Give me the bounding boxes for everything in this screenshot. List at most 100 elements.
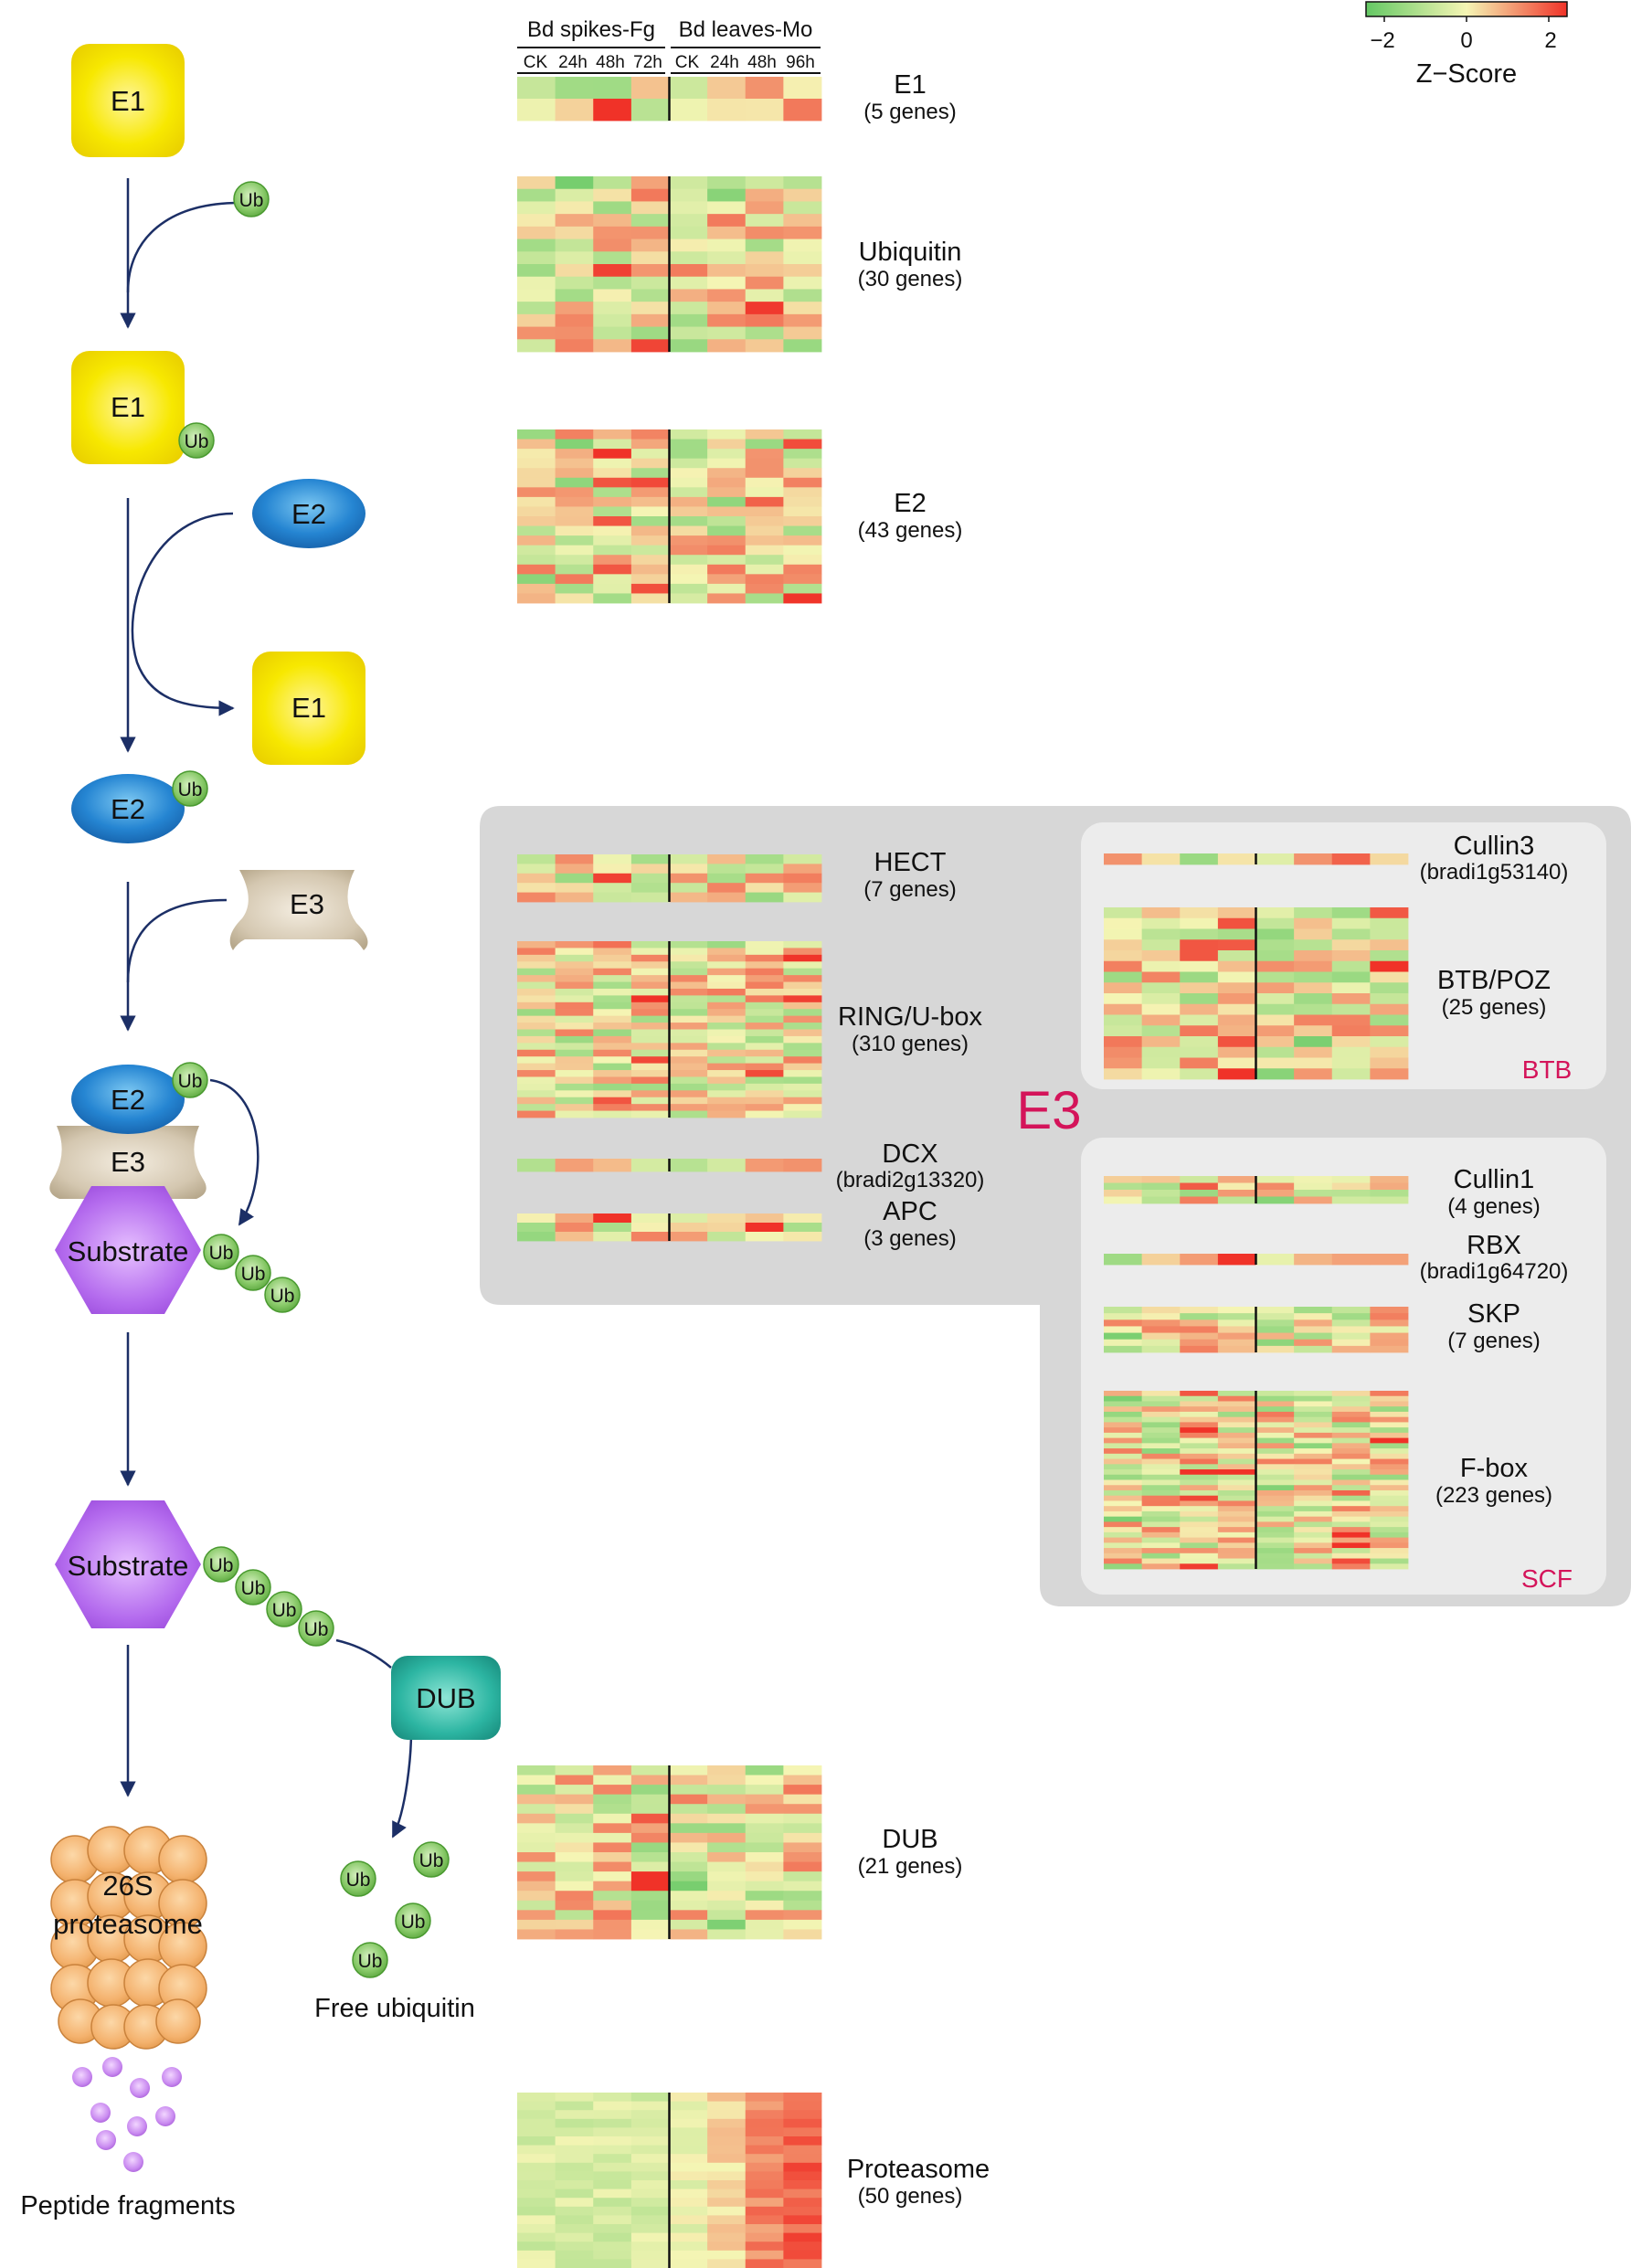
heatmap-cell xyxy=(1217,1474,1256,1480)
heatmap-cell xyxy=(517,1110,556,1118)
heatmap-cell xyxy=(517,1090,556,1098)
heatmap-cell xyxy=(630,439,670,450)
heatmap-cell xyxy=(517,2154,556,2164)
heatmap-cell xyxy=(783,1029,822,1037)
heatmap-cell xyxy=(1217,1313,1256,1320)
heatmap-cell xyxy=(745,1097,784,1105)
heatmap-cell xyxy=(1331,1432,1371,1439)
heatmap-cell xyxy=(1255,1458,1295,1465)
count-cullin3: (bradi1g53140) xyxy=(1420,860,1569,885)
heatmap-cell xyxy=(630,1900,670,1911)
heatmap-cell xyxy=(1141,1469,1181,1476)
heatmap-cell xyxy=(593,2101,632,2111)
heatmap-cell xyxy=(555,1213,594,1224)
heatmap-cell xyxy=(630,2189,670,2199)
heatmap-cell xyxy=(745,2154,784,2164)
heatmap-cell xyxy=(630,1813,670,1824)
heatmap-cell xyxy=(593,1813,632,1824)
heatmap-cell xyxy=(517,201,556,215)
heatmap-cell xyxy=(1370,950,1409,962)
heatmap-cell xyxy=(745,2259,784,2268)
heatmap-cell xyxy=(707,2093,747,2102)
heatmap-cell xyxy=(555,2232,594,2242)
heatmap-cell xyxy=(745,1023,784,1030)
heatmap-cell xyxy=(669,458,708,469)
heatmap-cell xyxy=(669,1104,708,1111)
label-e2: E2 xyxy=(894,489,926,518)
heatmap-cell xyxy=(745,1861,784,1872)
heatmap-cell xyxy=(555,1035,594,1044)
heatmap-cell xyxy=(1370,1485,1409,1491)
heatmap-cell xyxy=(745,535,784,546)
heatmap-cell xyxy=(707,1813,747,1824)
substrate-protein xyxy=(55,1500,201,1628)
heatmap-cell xyxy=(1141,1190,1181,1197)
heatmap-cell xyxy=(593,1794,632,1805)
heatmap-cell xyxy=(783,583,822,594)
heatmap-cell xyxy=(630,1832,670,1843)
heatmap-cell xyxy=(1331,1458,1371,1465)
heatmap-cell xyxy=(1370,1458,1409,1465)
heatmap-cell xyxy=(1331,1474,1371,1480)
heatmap-cell xyxy=(630,2171,670,2181)
heatmap-cell xyxy=(1217,1458,1256,1465)
heatmap-cell xyxy=(517,302,556,315)
heatmap-cell xyxy=(630,1871,670,1882)
heatmap-cell xyxy=(783,854,822,864)
heatmap-cell xyxy=(745,1049,784,1057)
heatmap-cell xyxy=(555,892,594,903)
heatmap-cell xyxy=(669,176,708,190)
heatmap-cell xyxy=(1370,1190,1409,1197)
heatmap-cell xyxy=(745,1083,784,1091)
heatmap-cell xyxy=(593,1223,632,1233)
heatmap-cell xyxy=(1141,1510,1181,1518)
heatmap-cell xyxy=(783,1823,822,1834)
heatmap-cell xyxy=(555,564,594,575)
heatmap-cell xyxy=(555,1159,594,1172)
heatmap-cell xyxy=(745,1765,784,1775)
heatmap-cell xyxy=(1217,1196,1256,1204)
heatmap-cell xyxy=(555,1070,594,1077)
heatmap-cell xyxy=(745,1029,784,1037)
heatmap-cell xyxy=(745,238,784,252)
heatmap-cell xyxy=(1255,907,1295,919)
heatmap-cell xyxy=(630,276,670,290)
heatmap-cell xyxy=(517,477,556,488)
heatmap-cell xyxy=(745,487,784,498)
heatmap-cell xyxy=(669,2259,708,2268)
heatmap-cell xyxy=(1294,1401,1333,1407)
heatmap-cell xyxy=(1104,853,1143,865)
heatmap-cell xyxy=(1255,1474,1295,1480)
heatmap-cell xyxy=(1104,1448,1143,1455)
heatmap-cell xyxy=(1104,1489,1143,1497)
heatmap-cell xyxy=(1180,928,1219,940)
heatmap-cell xyxy=(669,2189,708,2199)
heatmap-cell xyxy=(745,506,784,517)
heatmap-cell xyxy=(517,1213,556,1224)
label-apc: APC xyxy=(883,1197,937,1226)
heatmap-cell xyxy=(593,941,632,949)
heatmap-cell xyxy=(707,468,747,479)
heatmap-cell xyxy=(630,1223,670,1233)
heatmap-cell xyxy=(1255,1553,1295,1559)
heatmap-cell xyxy=(555,276,594,290)
count-ubiquitin: (30 genes) xyxy=(858,267,963,291)
heatmap-cell xyxy=(707,1104,747,1111)
heatmap-cell xyxy=(783,458,822,469)
heatmap-cell xyxy=(555,226,594,239)
heatmap-cell xyxy=(1104,1437,1143,1444)
heatmap-cell xyxy=(593,2180,632,2189)
heatmap-cell xyxy=(1331,853,1371,865)
heatmap-cell xyxy=(1331,1563,1371,1570)
heatmap-cell xyxy=(630,506,670,517)
heatmap-cell xyxy=(593,593,632,604)
e2-enzyme xyxy=(252,479,365,548)
heatmap-cell xyxy=(555,1891,594,1902)
heatmap-cell xyxy=(1141,993,1181,1005)
heatmap-cell xyxy=(593,1929,632,1940)
heatmap-cell xyxy=(1141,1307,1181,1314)
heatmap-cell xyxy=(1255,1479,1295,1486)
heatmap-cell xyxy=(555,1842,594,1853)
heatmap-cell xyxy=(783,2145,822,2155)
heatmap-cell xyxy=(1104,1416,1143,1423)
